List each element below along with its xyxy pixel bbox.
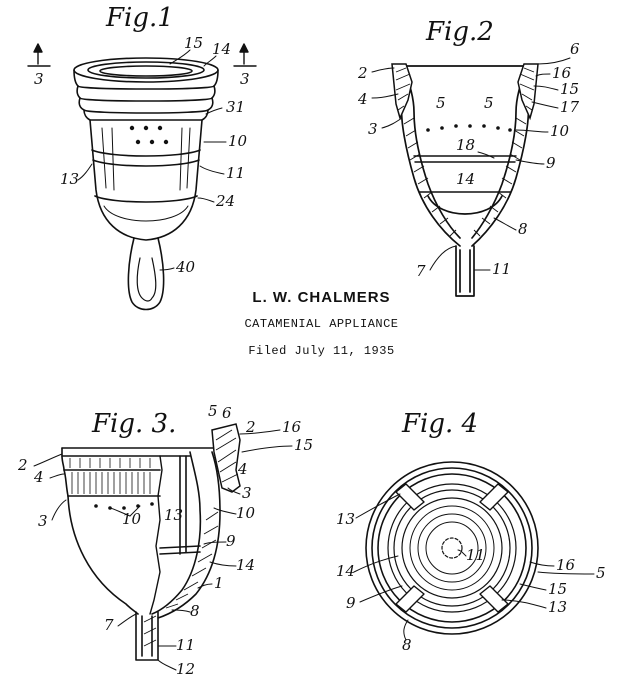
fig1-reference-numerals: 15 14 31 10 11 13 24 40: [60, 34, 248, 276]
fig3-label-4a: 4: [237, 460, 248, 478]
fig2-label-17: 17: [560, 98, 580, 116]
figure-4: Fig. 4 13 11 16 5 14 15 9: [336, 409, 606, 654]
fig1-rim: [73, 57, 219, 121]
fig4-title: Fig. 4: [401, 409, 478, 439]
fig4-rings: [365, 461, 539, 635]
fig4-label-16: 16: [556, 556, 576, 574]
fig1-section-mark-left: [27, 43, 51, 67]
fig2-label-18: 18: [456, 136, 475, 154]
fig3-leader-lines: [33, 429, 293, 671]
fig2-label-15: 15: [560, 80, 579, 98]
fig1-vent-holes: [129, 125, 169, 145]
fig3-reference-numerals: 5 6 2 16 15 4 2 4 3 10 3 10 13 9 14 1 8 …: [17, 402, 313, 678]
fig3-cup: [61, 447, 227, 661]
fig2-label-8: 8: [518, 220, 528, 238]
fig3-label-2b: 2: [17, 456, 28, 474]
fig1-section-label-left: 3: [34, 70, 44, 88]
fig2-label-16: 16: [552, 64, 572, 82]
fig1-label-31: 31: [226, 98, 245, 116]
fig3-label-3a: 3: [242, 484, 252, 502]
fig3-vent-holes: [94, 502, 154, 510]
fig3-shading: [69, 458, 151, 494]
fig4-ribs: [395, 483, 509, 613]
fig2-reference-numerals: 2 6 16 15 4 5 5 17 3 10 18 9 14 8 7 11: [357, 40, 580, 280]
fig3-label-16: 16: [282, 418, 302, 436]
fig1-body: [89, 119, 203, 241]
fig2-inner-bands: [413, 155, 517, 193]
fig4-label-5: 5: [596, 564, 606, 582]
fig4-leader-lines: [353, 493, 595, 641]
fig1-label-15: 15: [184, 34, 203, 52]
fig1-label-24: 24: [215, 192, 235, 210]
fig4-label-13b: 13: [548, 598, 567, 616]
fig2-label-9: 9: [546, 154, 556, 172]
fig1-stem: [127, 237, 165, 311]
fig1-label-14: 14: [212, 40, 231, 58]
fig3-label-11: 11: [176, 636, 195, 654]
fig4-label-13a: 13: [336, 510, 355, 528]
fig1-label-13: 13: [60, 170, 79, 188]
fig4-label-15: 15: [548, 580, 567, 598]
fig3-title: Fig. 3.: [91, 409, 176, 439]
fig2-label-3: 3: [368, 120, 378, 138]
fig3-label-7: 7: [104, 616, 114, 634]
fig3-section-wall: [143, 423, 241, 647]
fig1-label-40: 40: [175, 258, 196, 276]
invention-title: CATAMENIAL APPLIANCE: [244, 317, 399, 331]
fig3-label-10b: 10: [236, 504, 256, 522]
fig3-label-2a: 2: [245, 418, 256, 436]
fig2-label-14: 14: [456, 170, 475, 188]
fig3-label-10a: 10: [122, 510, 142, 528]
fig3-label-12: 12: [176, 660, 195, 678]
fig3-label-15: 15: [294, 436, 313, 454]
fig1-title: Fig.1: [105, 3, 174, 33]
fig3-label-14: 14: [236, 556, 255, 574]
fig4-reference-numerals: 13 11 16 5 14 15 9 13 8: [336, 510, 606, 654]
fig4-label-14: 14: [336, 562, 355, 580]
fig2-label-6: 6: [570, 40, 580, 58]
fig2-label-5a: 5: [436, 94, 446, 112]
fig4-label-9: 9: [346, 594, 356, 612]
figure-2: Fig.2: [357, 17, 580, 297]
fig3-label-5: 5: [208, 402, 218, 420]
fig1-label-11: 11: [226, 164, 245, 182]
fig1-section-mark-right: [233, 43, 257, 67]
fig1-section-label-right: 3: [240, 70, 250, 88]
inventor-name: L. W. CHALMERS: [252, 289, 391, 306]
fig2-label-4: 4: [357, 90, 368, 108]
fig2-label-10: 10: [550, 122, 570, 140]
fig2-label-2: 2: [357, 64, 368, 82]
fig2-label-5b: 5: [484, 94, 494, 112]
fig3-label-1: 1: [214, 574, 224, 592]
fig2-leader-lines: [371, 57, 571, 271]
fig3-label-13: 13: [164, 506, 183, 524]
fig1-label-10: 10: [228, 132, 248, 150]
fig1-leader-lines: [77, 49, 227, 271]
fig2-title: Fig.2: [425, 17, 494, 47]
fig2-label-11: 11: [492, 260, 511, 278]
fig2-rim-beads: [391, 63, 539, 121]
figure-1: Fig.1 3 3: [27, 3, 257, 311]
filing-date: Filed July 11, 1935: [248, 344, 395, 358]
figure-3: Fig. 3.: [17, 402, 313, 678]
fig3-label-8: 8: [190, 602, 200, 620]
fig3-label-9: 9: [226, 532, 236, 550]
fig4-label-8: 8: [402, 636, 412, 654]
fig3-label-4b: 4: [33, 468, 44, 486]
fig4-label-11: 11: [466, 546, 485, 564]
fig2-label-7: 7: [416, 262, 426, 280]
fig3-label-3b: 3: [38, 512, 48, 530]
fig3-label-6: 6: [222, 404, 232, 422]
fig2-wall-hatching: [403, 117, 527, 237]
fig2-vent-holes: [426, 124, 512, 132]
